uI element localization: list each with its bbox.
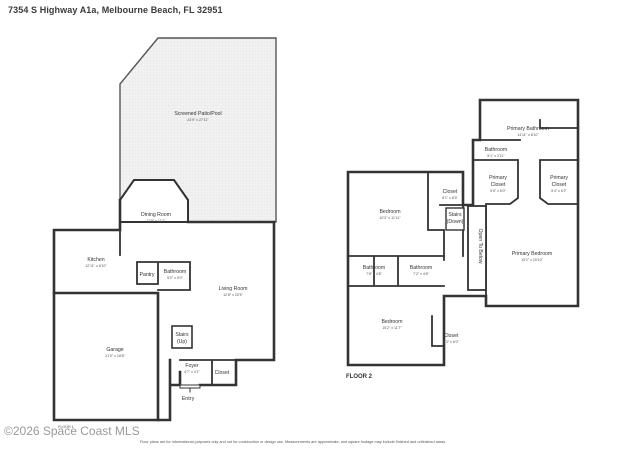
bathrooms-b-c-walls (347, 255, 445, 287)
closet-1-label: Closet (215, 370, 230, 376)
foyer-wall (179, 359, 237, 386)
pantry-label: Pantry (140, 272, 155, 278)
open-to-below-area (467, 205, 487, 291)
closet-a-dims: 8'1" x 8'5" (442, 196, 458, 200)
closet-b-walls (431, 315, 445, 347)
kitchen-label: Kitchen (87, 257, 104, 263)
floor-1-plan (52, 37, 277, 422)
primary-closet-b-dims: 5'4" x 6'2" (551, 189, 567, 193)
primary-closet-b-label: Primary (550, 175, 568, 181)
primary-closet-b-label-2: Closet (552, 182, 567, 188)
bathroom-1-label: Bathroom (164, 269, 187, 275)
entry-label: Entry (182, 396, 195, 402)
bathroom-c-dims: 7'2" x 4'8" (413, 272, 429, 276)
bedroom-b-dims: 15'2" x 11'7" (382, 326, 402, 330)
garage-dims: 21'0" x 18'8" (105, 354, 125, 358)
bath-small-label: Bathroom (485, 147, 508, 153)
entry-door (179, 384, 201, 389)
primary-bath-dims: 14'11" x 8'10" (517, 133, 539, 137)
patio-label: Screened Patio/Pool (174, 111, 221, 117)
dining-label: Dining Room (141, 212, 171, 218)
bath-small-dims: 5'1" x 2'11" (487, 154, 505, 158)
stairs-up-sub: (Up) (177, 339, 187, 345)
stairs-down-label: Stairs (448, 212, 462, 218)
foyer-label: Foyer (185, 363, 199, 369)
floor-2-outer-wall (346, 98, 580, 367)
foyer-dims: 4'7" x 4'1" (184, 370, 200, 374)
bedroom-a-label: Bedroom (379, 209, 400, 215)
kitchen-wall (119, 229, 191, 291)
bathroom-b-label: Bathroom (363, 265, 386, 271)
bathroom-b-dims: 7'8" x 4'8" (366, 272, 382, 276)
floor-1-labels: Screened Patio/Pool 24'9" x 27'11" Dinin… (58, 111, 247, 429)
floor-2-plan (346, 98, 580, 367)
open-to-below-label: Open To Below (477, 228, 483, 263)
primary-closet-a-label-2: Closet (491, 182, 506, 188)
stairs-down-sub: (Down) (447, 219, 464, 225)
disclaimer-footer: Floor plans are for informational purpos… (140, 440, 447, 444)
floor-2-labels: Primary Bathroom 14'11" x 8'10" Bathroom… (346, 126, 568, 380)
primary-closet-a-label: Primary (489, 175, 507, 181)
stairs-up-label: Stairs (175, 332, 189, 338)
bedroom-b-label: Bedroom (381, 319, 402, 325)
copyright-watermark: ©2026 Space Coast MLS (4, 424, 140, 438)
floor-2-label: FLOOR 2 (346, 374, 373, 380)
bathroom-c-label: Bathroom (410, 265, 433, 271)
listing-address: 7354 S Highway A1a, Melbourne Beach, FL … (8, 5, 223, 15)
living-label: Living Room (219, 286, 248, 292)
floor-1-label: FLOOR 1 (58, 425, 73, 429)
stairs-up-box (171, 325, 193, 349)
bathroom-1-dims: 5'0" x 5'0" (167, 276, 183, 280)
floor-1-outer-wall (52, 198, 276, 422)
living-dims: 12'8" x 20'5" (223, 293, 243, 297)
closet-b-label: Closet (444, 333, 459, 339)
bedroom-a-dims: 10'3" x 11'11" (379, 216, 401, 220)
primary-bedroom-label: Primary Bedroom (512, 251, 552, 257)
primary-closet-a-dims: 5'5" x 6'0" (490, 189, 506, 193)
stairs-down-box (445, 207, 465, 231)
primary-bedroom-dims: 15'2" x 15'10" (521, 258, 543, 262)
garage-wall (52, 291, 160, 422)
garage-label: Garage (106, 347, 123, 353)
closet-b-dims: 5'3" x 6'0" (443, 340, 459, 344)
kitchen-dims: 12'11" x 8'10" (85, 264, 107, 268)
primary-bath-walls (472, 119, 579, 297)
closet-a-label: Closet (443, 189, 458, 195)
patio-dims: 24'9" x 27'11" (187, 118, 209, 122)
primary-bath-label: Primary Bathroom (507, 126, 549, 132)
dining-dims: 11'8" x 11'7" (146, 219, 166, 223)
